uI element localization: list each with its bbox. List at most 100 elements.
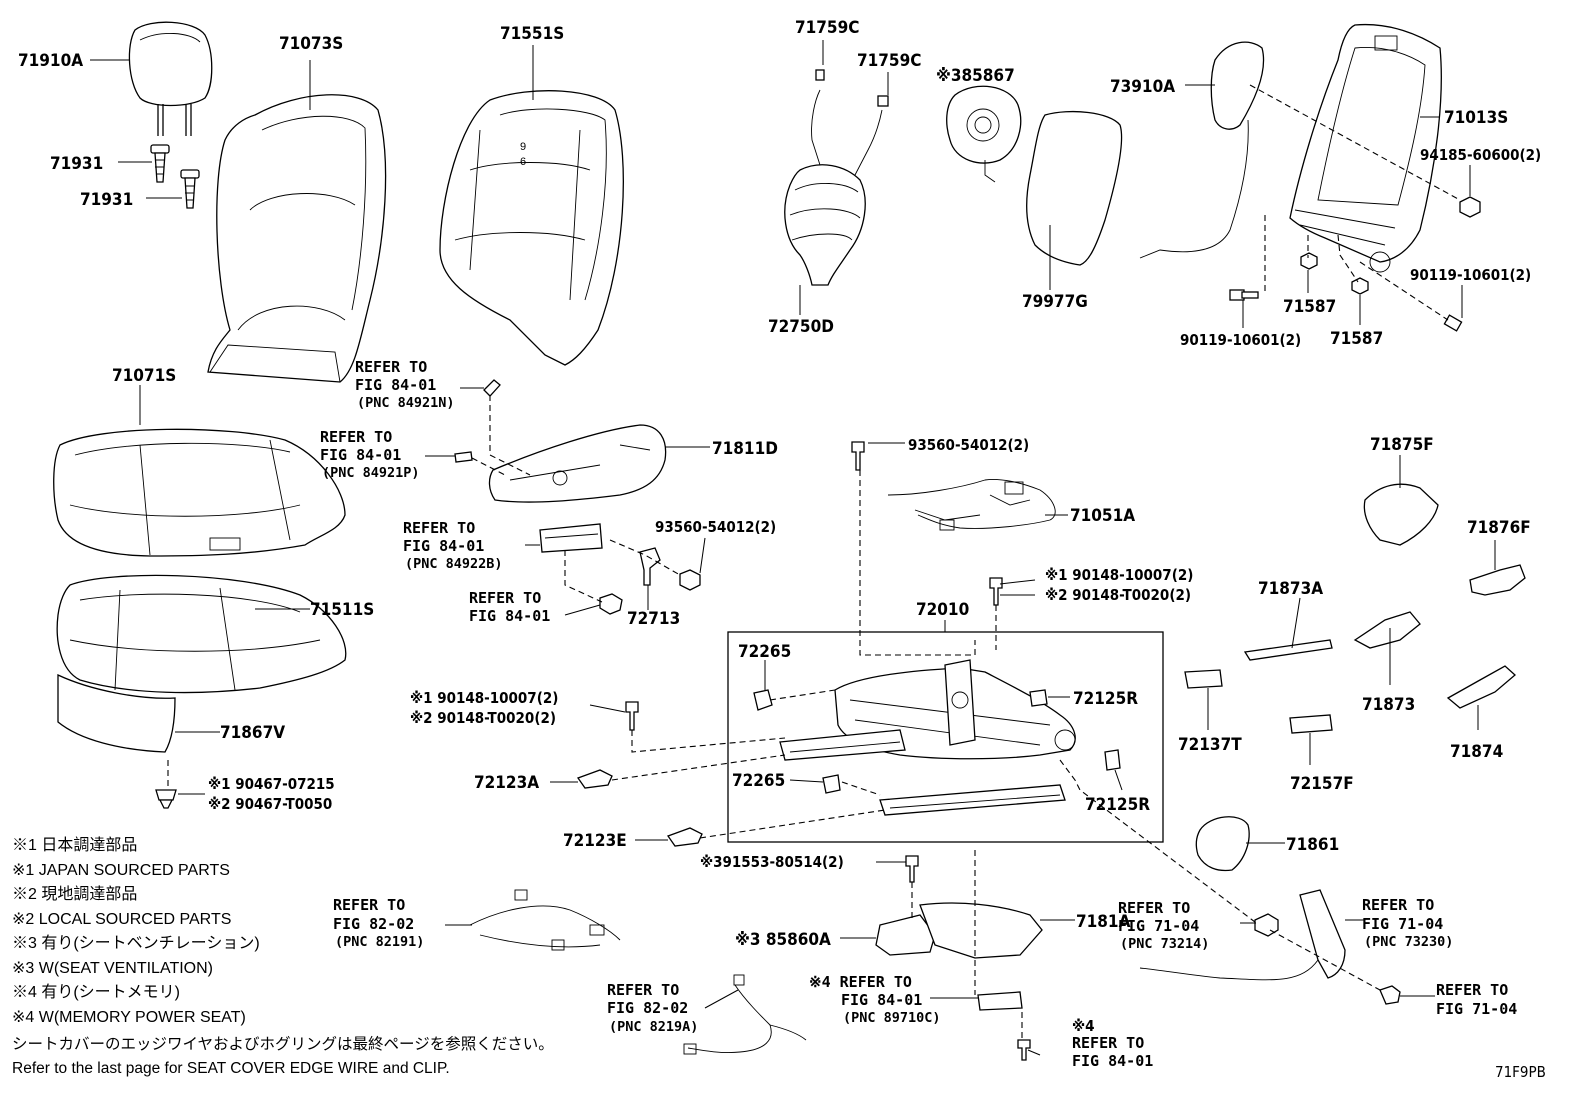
seatbelt-buckle-illustration bbox=[1139, 889, 1401, 1005]
leader-lines bbox=[90, 40, 1496, 1056]
label-71867V[interactable]: 71867V bbox=[220, 723, 285, 743]
refer-84921P[interactable]: REFER TO FIG 84-01 (PNC 84921P) bbox=[320, 428, 420, 481]
refer-82191[interactable]: REFER TO FIG 82-02 (PNC 82191) bbox=[333, 896, 424, 950]
heater-pad-illustration bbox=[1026, 110, 1123, 266]
refer-89710C[interactable]: ※4 REFER TO FIG 84-01 (PNC 89710C) bbox=[809, 973, 941, 1026]
label-72750D[interactable]: 72750D bbox=[768, 317, 834, 337]
cover-72125R-top-illustration bbox=[1029, 689, 1048, 707]
note-4-jp: ※4 有り(シートメモリ) bbox=[12, 983, 180, 1001]
label-71873A[interactable]: 71873A bbox=[1258, 579, 1323, 599]
label-79977G[interactable]: 79977G bbox=[1022, 292, 1088, 312]
label-93560-top[interactable]: 93560-54012(2) bbox=[908, 436, 1029, 454]
label-90119-right[interactable]: 90119-10601(2) bbox=[1410, 266, 1531, 284]
note-2-en: ※2 LOCAL SOURCED PARTS bbox=[12, 911, 231, 928]
cushion-cover-illustration bbox=[53, 428, 346, 557]
label-71873[interactable]: 71873 bbox=[1362, 695, 1415, 715]
svg-text:(PNC 84921P): (PNC 84921P) bbox=[322, 465, 420, 481]
label-71071S[interactable]: 71071S bbox=[112, 366, 176, 386]
memory-ecu-illustration bbox=[977, 991, 1023, 1011]
cover-72123E-illustration bbox=[666, 827, 703, 847]
svg-text:FIG 71-04: FIG 71-04 bbox=[1362, 915, 1443, 933]
label-71874[interactable]: 71874 bbox=[1450, 742, 1503, 762]
refer-84-01-switch[interactable]: REFER TO FIG 84-01 bbox=[469, 589, 550, 625]
label-71759C-left[interactable]: 71759C bbox=[795, 18, 859, 38]
label-71587-left[interactable]: 71587 bbox=[1283, 297, 1336, 317]
label-72713[interactable]: 72713 bbox=[627, 609, 680, 629]
label-94185-60600[interactable]: 94185-60600(2) bbox=[1420, 146, 1541, 164]
headrest-guide-illustration bbox=[150, 144, 200, 209]
label-90148-right-1[interactable]: ※1 90148-10007(2) bbox=[1045, 566, 1193, 584]
svg-text:REFER TO: REFER TO bbox=[355, 358, 427, 376]
label-72265-lower[interactable]: 72265 bbox=[732, 771, 785, 791]
svg-text:FIG 82-02: FIG 82-02 bbox=[333, 915, 414, 933]
label-71861[interactable]: 71861 bbox=[1286, 835, 1339, 855]
label-71876F[interactable]: 71876F bbox=[1467, 518, 1531, 538]
lumbar-support-illustration bbox=[784, 69, 889, 286]
label-72123E[interactable]: 72123E bbox=[563, 831, 627, 851]
refer-84921N[interactable]: REFER TO FIG 84-01 (PNC 84921N) bbox=[355, 358, 455, 411]
label-90148-left-1[interactable]: ※1 90148-10007(2) bbox=[410, 689, 558, 707]
refer-73214[interactable]: REFER TO FIG 71-04 (PNC 73214) bbox=[1118, 899, 1209, 952]
label-71910A[interactable]: 71910A bbox=[18, 51, 83, 71]
refer-84922B[interactable]: REFER TO FIG 84-01 (PNC 84922B) bbox=[403, 519, 503, 572]
label-71931-lower[interactable]: 71931 bbox=[80, 190, 133, 210]
svg-text:FIG 71-04: FIG 71-04 bbox=[1436, 1000, 1517, 1018]
label-71811D[interactable]: 71811D bbox=[712, 439, 778, 459]
label-90467-2[interactable]: ※2 90467-T0050 bbox=[208, 795, 332, 813]
label-71511S[interactable]: 71511S bbox=[310, 600, 374, 620]
cover-72137T-illustration bbox=[1184, 669, 1223, 689]
assembly-box-72010 bbox=[727, 631, 1164, 843]
label-90148-right-2[interactable]: ※2 90148-T0020(2) bbox=[1045, 586, 1191, 604]
svg-text:REFER TO: REFER TO bbox=[1118, 899, 1190, 917]
label-90148-left-2[interactable]: ※2 90148-T0020(2) bbox=[410, 709, 556, 727]
label-71013S[interactable]: 71013S bbox=[1444, 108, 1508, 128]
label-93560-middle[interactable]: 93560-54012(2) bbox=[655, 518, 776, 536]
svg-text:(PNC 73214): (PNC 73214) bbox=[1120, 936, 1209, 952]
svg-text:(PNC 84921N): (PNC 84921N) bbox=[357, 395, 455, 411]
refer-8219A[interactable]: REFER TO FIG 82-02 (PNC 8219A) bbox=[607, 981, 698, 1035]
note-4-en: ※4 W(MEMORY POWER SEAT) bbox=[12, 1009, 246, 1026]
note-3-en: ※3 W(SEAT VENTILATION) bbox=[12, 960, 213, 977]
seatback-frame-illustration bbox=[1289, 23, 1442, 273]
label-72010[interactable]: 72010 bbox=[916, 600, 969, 620]
label-72125R-lower[interactable]: 72125R bbox=[1085, 795, 1150, 815]
label-72123A[interactable]: 72123A bbox=[474, 773, 539, 793]
cushion-front-pad-illustration bbox=[57, 673, 176, 753]
cushion-pad-illustration bbox=[56, 574, 347, 694]
bolt-90148-left-illustration bbox=[625, 701, 639, 731]
note-edge-wire-en: Refer to the last page for SEAT COVER ED… bbox=[12, 1060, 450, 1077]
svg-text:REFER TO: REFER TO bbox=[403, 519, 475, 537]
cover-71874-illustration bbox=[1446, 665, 1516, 709]
label-71551S[interactable]: 71551S bbox=[500, 24, 564, 44]
label-91553-80514[interactable]: ※391553-80514(2) bbox=[700, 853, 844, 871]
cover-71861-illustration bbox=[1195, 816, 1250, 872]
label-71051A[interactable]: 71051A bbox=[1070, 506, 1135, 526]
label-71073S[interactable]: 71073S bbox=[279, 34, 343, 54]
clip-72265-top-illustration bbox=[753, 689, 773, 711]
svg-text:REFER TO: REFER TO bbox=[1436, 981, 1508, 999]
label-73910A[interactable]: 73910A bbox=[1110, 77, 1175, 97]
svg-text:REFER TO: REFER TO bbox=[1072, 1034, 1144, 1052]
label-90467-1[interactable]: ※1 90467-07215 bbox=[208, 775, 335, 793]
label-72265-upper[interactable]: 72265 bbox=[738, 642, 791, 662]
bolt-93560-illustration bbox=[679, 569, 701, 591]
refer-71-04-belt[interactable]: REFER TO FIG 71-04 bbox=[1436, 981, 1517, 1018]
label-85867[interactable]: ※385867 bbox=[936, 66, 1015, 86]
label-7181A[interactable]: 7181A bbox=[1076, 912, 1131, 932]
label-71759C-right[interactable]: 71759C bbox=[857, 51, 921, 71]
label-71875F[interactable]: 71875F bbox=[1370, 435, 1434, 455]
label-90119-left[interactable]: 90119-10601(2) bbox=[1180, 331, 1301, 349]
label-85860A[interactable]: ※3 85860A bbox=[735, 930, 831, 950]
label-71587-right[interactable]: 71587 bbox=[1330, 329, 1383, 349]
label-71931-upper[interactable]: 71931 bbox=[50, 154, 103, 174]
refer-73230[interactable]: REFER TO FIG 71-04 (PNC 73230) bbox=[1362, 896, 1453, 950]
ventilation-blower-illustration bbox=[875, 914, 936, 956]
seatback-cover-illustration bbox=[207, 94, 387, 383]
refer-84-01-memory[interactable]: REFER TO FIG 84-01 bbox=[1072, 1034, 1153, 1070]
label-72125R-upper[interactable]: 72125R bbox=[1073, 689, 1138, 709]
label-72137T[interactable]: 72137T bbox=[1178, 735, 1242, 755]
svg-text:REFER TO: REFER TO bbox=[333, 896, 405, 914]
clip-72265-bottom-illustration bbox=[822, 774, 841, 794]
label-72157F[interactable]: 72157F bbox=[1290, 774, 1354, 794]
note-2-jp: ※2 現地調達部品 bbox=[12, 885, 137, 903]
